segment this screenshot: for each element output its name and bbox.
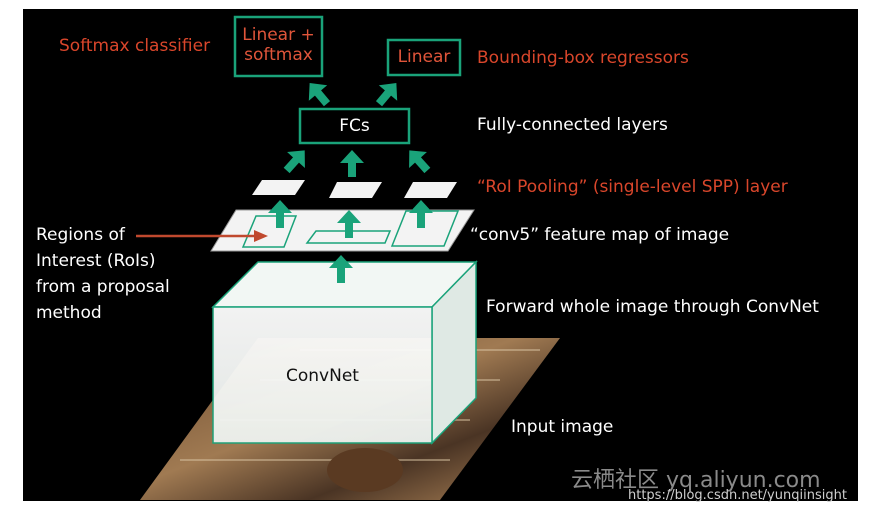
- green-arrows: [268, 83, 433, 283]
- conv5-label: “conv5” feature map of image: [470, 225, 730, 245]
- fcs-box: [298, 107, 411, 145]
- arrow-fcs-to-linear: [375, 83, 398, 107]
- roi-pointer-head: [254, 230, 268, 242]
- arrow-roi2-to-pool: [337, 210, 361, 238]
- roi-pool-plane-3: [404, 182, 457, 198]
- arrow-pool2-to-fcs: [340, 150, 364, 177]
- arrow-cube-to-conv5: [329, 255, 353, 283]
- horse-head: [327, 448, 403, 492]
- fcs-box-label: FCs: [339, 116, 370, 136]
- arrow-pool1-to-fcs: [283, 150, 305, 174]
- linear-box-label: Linear: [397, 47, 451, 67]
- arrow-roi3-to-pool: [409, 200, 433, 228]
- watermark-url: https://blog.csdn.net/yunqiinsight: [628, 488, 847, 503]
- arrow-roi1-to-pool: [268, 200, 292, 228]
- rois-label: Regions of Interest (RoIs) from a propos…: [36, 225, 170, 323]
- roi-pool-plane-2: [329, 182, 382, 198]
- softmax-classifier-label: Softmax classifier: [59, 36, 211, 56]
- watermark-site: 云栖社区 yq.aliyun.com: [571, 468, 821, 493]
- forward-label: Forward whole image through ConvNet: [486, 297, 819, 317]
- softmax-box: [233, 15, 324, 78]
- arrow-fcs-to-softmax: [308, 83, 331, 107]
- softmax-box-label: Linear + softmax: [242, 25, 315, 66]
- roi-box-2: [305, 230, 392, 244]
- roi-pool-plane-1: [252, 180, 305, 195]
- linear-box: [386, 38, 462, 77]
- bbox-regressors-label: Bounding-box regressors: [477, 48, 689, 68]
- roi-box-3: [390, 210, 460, 247]
- roi-pooling-label: “RoI Pooling” (single-level SPP) layer: [477, 177, 788, 197]
- convnet-cube-front: [212, 306, 433, 444]
- convnet-label: ConvNet: [286, 366, 359, 386]
- arrow-pool3-to-fcs: [409, 150, 431, 174]
- input-image-label: Input image: [511, 417, 614, 437]
- fc-layers-label: Fully-connected layers: [477, 115, 668, 135]
